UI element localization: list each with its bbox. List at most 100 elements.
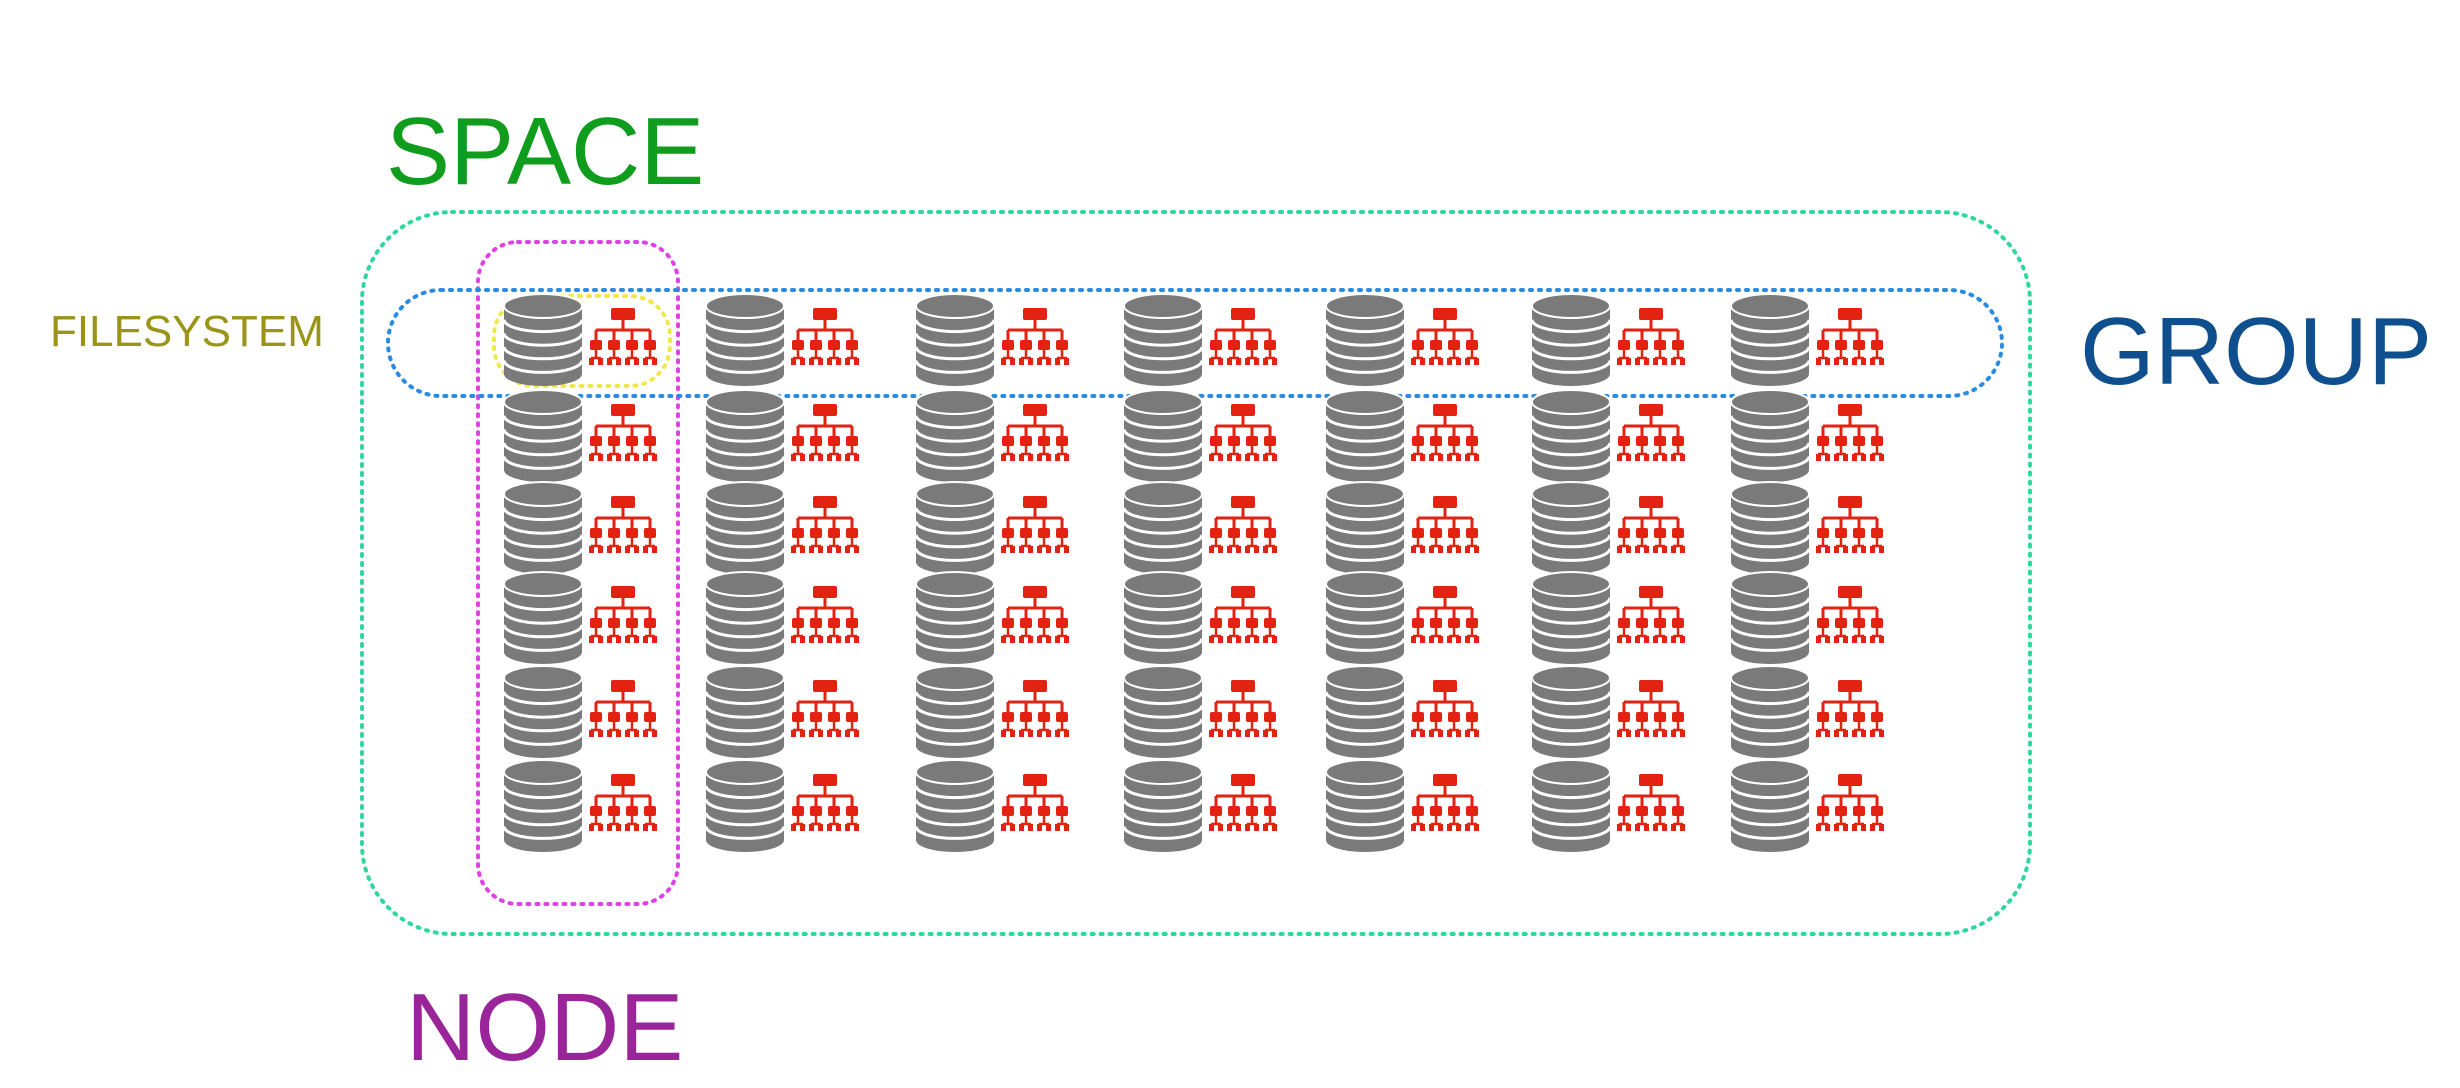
hierarchy-icon bbox=[1001, 404, 1069, 461]
database-icon bbox=[1122, 389, 1204, 482]
hierarchy-icon bbox=[1411, 496, 1479, 553]
node-label: NODE bbox=[406, 974, 684, 1081]
database-icon bbox=[704, 293, 786, 386]
hierarchy-icon bbox=[1617, 586, 1685, 643]
filesystem-cell bbox=[1729, 759, 1884, 852]
hierarchy-icon bbox=[791, 404, 859, 461]
filesystem-cell bbox=[502, 759, 657, 852]
group-label: GROUP bbox=[2080, 298, 2433, 405]
hierarchy-icon bbox=[1411, 308, 1479, 365]
database-icon bbox=[704, 481, 786, 574]
hierarchy-icon bbox=[1411, 586, 1479, 643]
hierarchy-icon bbox=[1001, 308, 1069, 365]
filesystem-cell bbox=[704, 389, 859, 482]
hierarchy-icon bbox=[1816, 308, 1884, 365]
database-icon bbox=[1324, 665, 1406, 758]
database-icon bbox=[1122, 571, 1204, 664]
filesystem-label: FILESYSTEM bbox=[50, 307, 324, 356]
filesystem-cell bbox=[1122, 481, 1277, 574]
filesystem-cell bbox=[1122, 293, 1277, 386]
space-label: SPACE bbox=[386, 98, 705, 205]
database-icon bbox=[914, 481, 996, 574]
hierarchy-icon bbox=[1209, 586, 1277, 643]
database-icon bbox=[1729, 389, 1811, 482]
filesystem-cell bbox=[1324, 571, 1479, 664]
filesystem-cell bbox=[1729, 571, 1884, 664]
filesystem-cell bbox=[1530, 481, 1685, 574]
filesystem-cell bbox=[502, 389, 657, 482]
hierarchy-icon bbox=[1411, 680, 1479, 737]
filesystem-cell bbox=[914, 571, 1069, 664]
hierarchy-icon bbox=[1617, 404, 1685, 461]
hierarchy-icon bbox=[1001, 586, 1069, 643]
database-icon bbox=[502, 293, 584, 386]
database-icon bbox=[502, 571, 584, 664]
database-icon bbox=[1122, 481, 1204, 574]
database-icon bbox=[1324, 481, 1406, 574]
database-icon bbox=[914, 665, 996, 758]
database-icon bbox=[704, 571, 786, 664]
hierarchy-icon bbox=[791, 774, 859, 831]
space-boundary bbox=[360, 210, 2032, 936]
database-icon bbox=[1324, 293, 1406, 386]
database-icon bbox=[1530, 759, 1612, 852]
database-icon bbox=[1324, 389, 1406, 482]
database-icon bbox=[502, 481, 584, 574]
filesystem-cell bbox=[704, 665, 859, 758]
filesystem-cell bbox=[502, 481, 657, 574]
filesystem-grid bbox=[502, 293, 1884, 852]
hierarchy-icon bbox=[1816, 774, 1884, 831]
hierarchy-icon bbox=[1209, 496, 1277, 553]
hierarchy-icon bbox=[1617, 774, 1685, 831]
database-icon bbox=[704, 665, 786, 758]
filesystem-cell bbox=[1729, 389, 1884, 482]
hierarchy-icon bbox=[1001, 496, 1069, 553]
database-icon bbox=[1324, 571, 1406, 664]
hierarchy-icon bbox=[589, 774, 657, 831]
hierarchy-icon bbox=[1816, 680, 1884, 737]
database-icon bbox=[704, 759, 786, 852]
filesystem-cell bbox=[1729, 665, 1884, 758]
database-icon bbox=[1530, 665, 1612, 758]
database-icon bbox=[1324, 759, 1406, 852]
database-icon bbox=[914, 571, 996, 664]
hierarchy-icon bbox=[1411, 774, 1479, 831]
hierarchy-icon bbox=[589, 308, 657, 365]
database-icon bbox=[502, 759, 584, 852]
database-icon bbox=[1729, 293, 1811, 386]
filesystem-cell bbox=[914, 293, 1069, 386]
hierarchy-icon bbox=[1209, 404, 1277, 461]
hierarchy-icon bbox=[1816, 496, 1884, 553]
database-icon bbox=[704, 389, 786, 482]
filesystem-boundary bbox=[492, 294, 672, 388]
filesystem-cell bbox=[1729, 481, 1884, 574]
filesystem-cell bbox=[1530, 759, 1685, 852]
filesystem-cell bbox=[1530, 665, 1685, 758]
hierarchy-icon bbox=[1617, 308, 1685, 365]
hierarchy-icon bbox=[1209, 680, 1277, 737]
database-icon bbox=[914, 293, 996, 386]
database-icon bbox=[502, 389, 584, 482]
hierarchy-icon bbox=[589, 680, 657, 737]
filesystem-cell bbox=[704, 293, 859, 386]
filesystem-cell bbox=[914, 665, 1069, 758]
database-icon bbox=[502, 665, 584, 758]
database-icon bbox=[1530, 389, 1612, 482]
hierarchy-icon bbox=[1816, 586, 1884, 643]
hierarchy-icon bbox=[1001, 680, 1069, 737]
database-icon bbox=[1122, 759, 1204, 852]
filesystem-cell bbox=[1530, 571, 1685, 664]
hierarchy-icon bbox=[589, 586, 657, 643]
hierarchy-icon bbox=[1816, 404, 1884, 461]
hierarchy-icon bbox=[589, 496, 657, 553]
database-icon bbox=[1530, 293, 1612, 386]
hierarchy-icon bbox=[1411, 404, 1479, 461]
database-icon bbox=[1729, 665, 1811, 758]
filesystem-cell bbox=[1324, 665, 1479, 758]
filesystem-cell bbox=[1122, 571, 1277, 664]
hierarchy-icon bbox=[791, 496, 859, 553]
filesystem-cell bbox=[1324, 481, 1479, 574]
filesystem-cell bbox=[1122, 389, 1277, 482]
filesystem-cell bbox=[1324, 759, 1479, 852]
